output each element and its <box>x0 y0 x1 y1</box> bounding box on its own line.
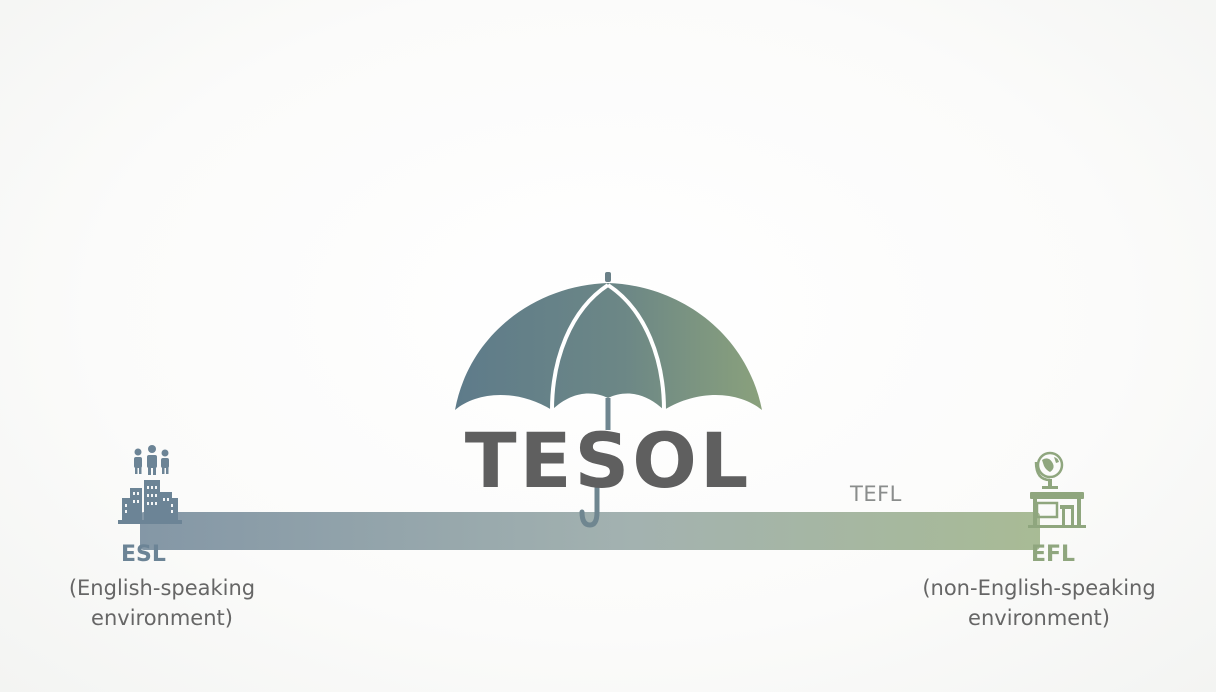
globe-classroom-icon <box>1028 451 1086 528</box>
right-end-label: EFL <box>1031 542 1076 567</box>
right-end-description: (non-English-speaking environment) <box>922 576 1156 630</box>
spectrum-bar <box>140 512 1040 550</box>
left-end-description: (English-speaking environment) <box>68 576 256 630</box>
umbrella-icon <box>455 272 762 528</box>
middle-label-tefl: TEFL <box>850 482 902 506</box>
diagram-title: TESOL <box>464 416 752 505</box>
left-end-label: ESL <box>121 542 166 567</box>
